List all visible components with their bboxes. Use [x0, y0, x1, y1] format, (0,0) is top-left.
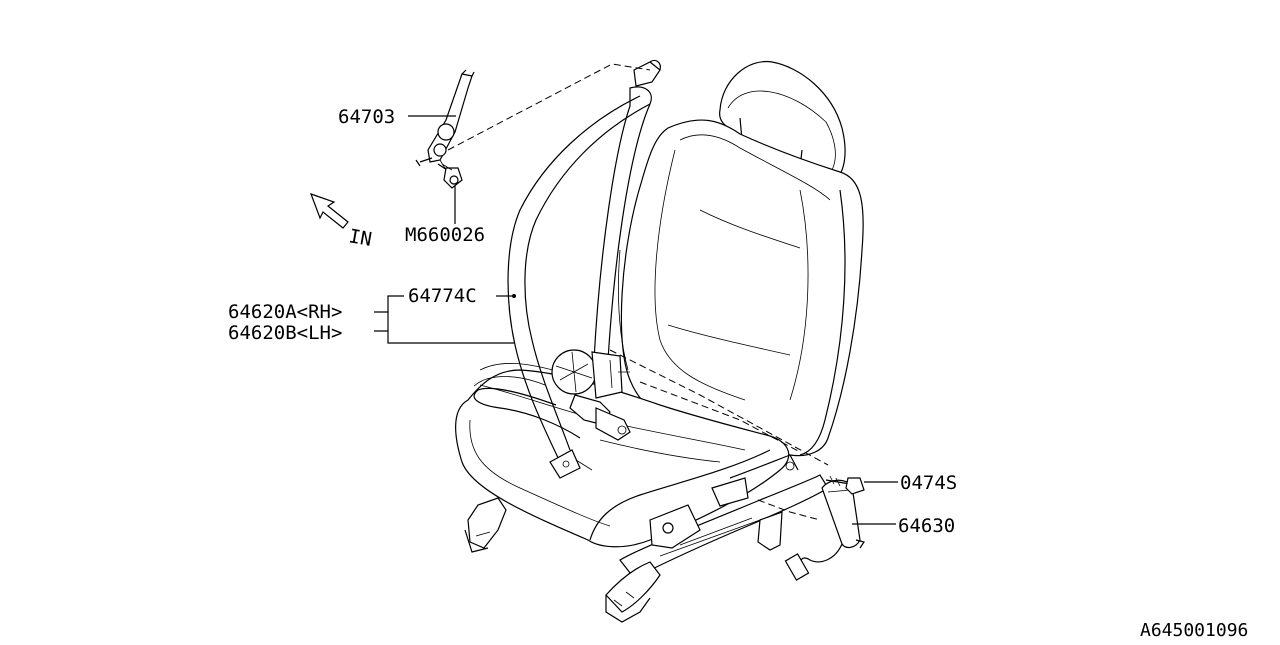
direction-label: IN	[347, 225, 373, 251]
callout-64620a-rh: 64620A<RH>	[228, 301, 342, 323]
seat-illustration	[455, 60, 864, 623]
callout-64620b-lh: 64620B<LH>	[228, 322, 342, 344]
seat-belt-assembly	[473, 59, 865, 581]
callout-64774c: 64774C	[408, 285, 477, 307]
leader-64774c-dot	[512, 294, 516, 298]
seat-frame	[464, 454, 829, 623]
direction-arrow-icon	[309, 193, 349, 229]
buckle-dash-line-2	[639, 381, 801, 453]
seat-backrest	[618, 119, 864, 457]
bolt-0474s	[825, 475, 865, 495]
figure-id: A645001096	[1140, 620, 1248, 640]
buckle-dash-line-3	[757, 499, 821, 521]
callout-64703: 64703	[338, 106, 395, 128]
bolt-m660026	[437, 159, 463, 189]
leader-64620-bracket	[374, 295, 514, 344]
seat-cushion	[455, 363, 790, 548]
callout-m660026: M660026	[405, 224, 485, 246]
retractor	[551, 349, 631, 441]
anchor-dash-line	[447, 63, 651, 151]
buckle-dash-line-1	[609, 349, 829, 466]
callout-0474s: 0474S	[900, 472, 957, 494]
upper-anchor-adjuster	[415, 69, 475, 167]
callout-64630: 64630	[898, 515, 955, 537]
buckle-assembly	[784, 479, 865, 581]
